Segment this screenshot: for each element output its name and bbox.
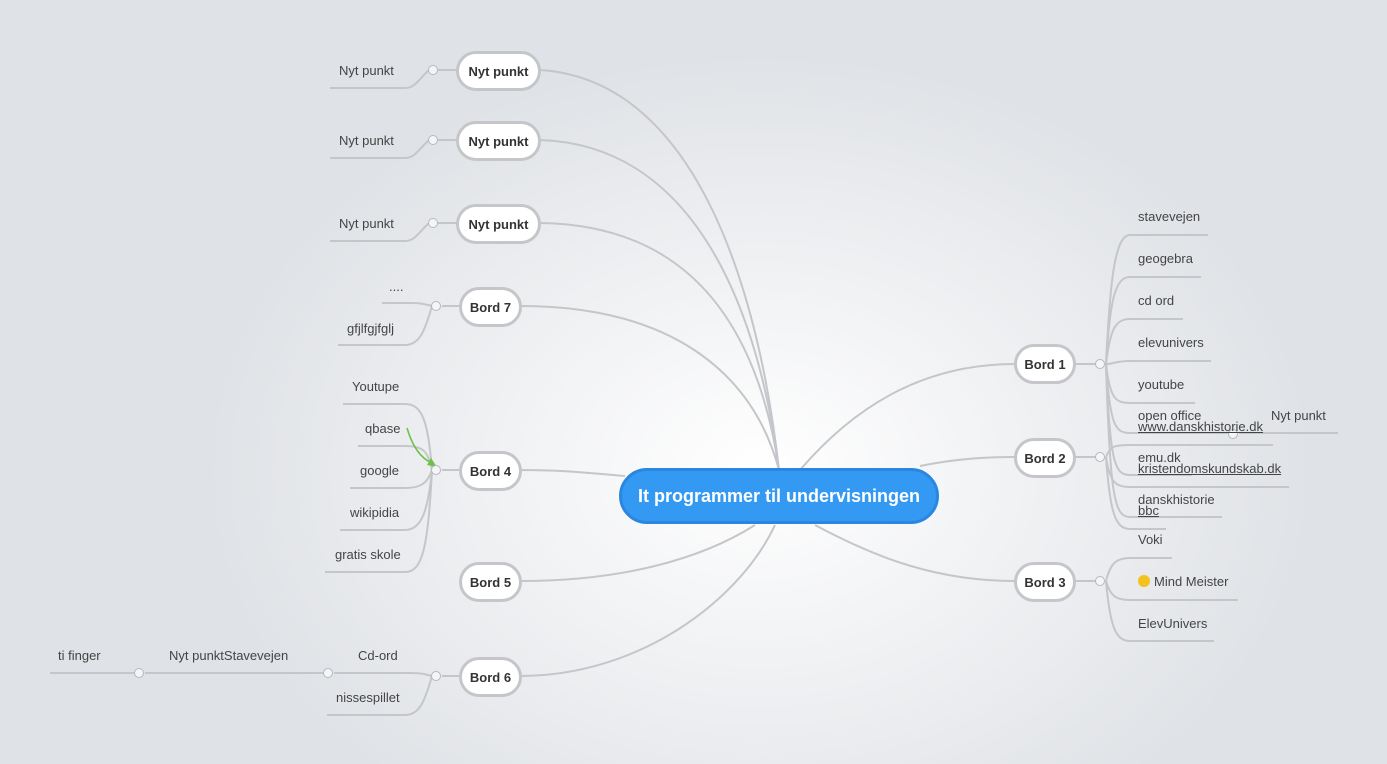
node-nyt-punkt-2[interactable]: Nyt punkt: [456, 121, 541, 161]
leaf-stavevejen[interactable]: stavevejen: [1138, 209, 1201, 224]
leaf-cd-ord-right[interactable]: cd ord: [1138, 293, 1175, 308]
link-bbc[interactable]: bbc: [1138, 503, 1159, 518]
leaf-qbase[interactable]: qbase: [365, 421, 401, 436]
collapse-toggle[interactable]: [428, 65, 438, 75]
collapse-toggle[interactable]: [1095, 452, 1105, 462]
collapse-toggle[interactable]: [428, 135, 438, 145]
link-danskhistorie-dk[interactable]: www.danskhistorie.dk: [1138, 419, 1263, 434]
central-topic[interactable]: It programmer til undervisningen: [619, 468, 939, 524]
leaf-gratis-skole[interactable]: gratis skole: [335, 547, 401, 562]
leaf-nyt-punkt[interactable]: Nyt punkt: [339, 133, 394, 148]
leaf-emu-dk[interactable]: emu.dk: [1138, 450, 1181, 465]
node-bord-7[interactable]: Bord 7: [459, 287, 522, 327]
leaf-open-office[interactable]: open office: [1138, 408, 1202, 423]
leaf-wikipidia[interactable]: wikipidia: [350, 505, 400, 520]
leaf-elevunivers[interactable]: elevunivers: [1138, 335, 1204, 350]
leaf-voki[interactable]: Voki: [1138, 532, 1163, 547]
leaf-nissespillet[interactable]: nissespillet: [336, 690, 400, 705]
node-bord-4[interactable]: Bord 4: [459, 451, 522, 491]
smiley-icon: [1138, 575, 1150, 587]
node-bord-6[interactable]: Bord 6: [459, 657, 522, 697]
leaf-danskhistorie[interactable]: danskhistorie: [1138, 492, 1215, 507]
collapse-toggle[interactable]: [323, 668, 333, 678]
node-bord-1[interactable]: Bord 1: [1014, 344, 1076, 384]
collapse-toggle[interactable]: [134, 668, 144, 678]
leaf-youtupe[interactable]: Youtupe: [352, 379, 400, 394]
collapse-toggle[interactable]: [431, 671, 441, 681]
leaf-cd-ord[interactable]: Cd-ord: [358, 648, 398, 663]
leaf-google[interactable]: google: [360, 463, 400, 478]
node-bord-5[interactable]: Bord 5: [459, 562, 522, 602]
leaf-dots[interactable]: ....: [389, 279, 404, 294]
node-bord-3[interactable]: Bord 3: [1014, 562, 1076, 602]
collapse-toggle[interactable]: [428, 218, 438, 228]
leaf-mind-meister-label: Mind Meister: [1154, 574, 1229, 589]
leaf-nyt-punkt[interactable]: Nyt punkt: [339, 63, 394, 78]
leaf-geogebra[interactable]: geogebra: [1138, 251, 1193, 266]
node-nyt-punkt-3[interactable]: Nyt punkt: [456, 204, 541, 244]
link-kristendomskundskab-dk[interactable]: kristendomskundskab.dk: [1138, 461, 1282, 476]
leaf-nyt-punkt-right[interactable]: Nyt punkt: [1271, 408, 1326, 423]
node-bord-2[interactable]: Bord 2: [1014, 438, 1076, 478]
leaf-mind-meister[interactable]: Mind Meister: [1138, 574, 1228, 589]
collapse-toggle[interactable]: [431, 301, 441, 311]
leaf-nyt-punkt-stavevejen[interactable]: Nyt punktStavevejen: [169, 648, 289, 663]
collapse-toggle[interactable]: [1095, 576, 1105, 586]
collapse-toggle[interactable]: [1228, 429, 1238, 439]
leaf-gfjlfgjfglj[interactable]: gfjlfgjfglj: [347, 321, 394, 336]
leaf-nyt-punkt[interactable]: Nyt punkt: [339, 216, 394, 231]
leaf-youtube[interactable]: youtube: [1138, 377, 1185, 392]
node-nyt-punkt-1[interactable]: Nyt punkt: [456, 51, 541, 91]
leaf-elevunivers-2[interactable]: ElevUnivers: [1138, 616, 1208, 631]
collapse-toggle[interactable]: [431, 465, 441, 475]
leaf-ti-finger[interactable]: ti finger: [58, 648, 101, 663]
collapse-toggle[interactable]: [1095, 359, 1105, 369]
